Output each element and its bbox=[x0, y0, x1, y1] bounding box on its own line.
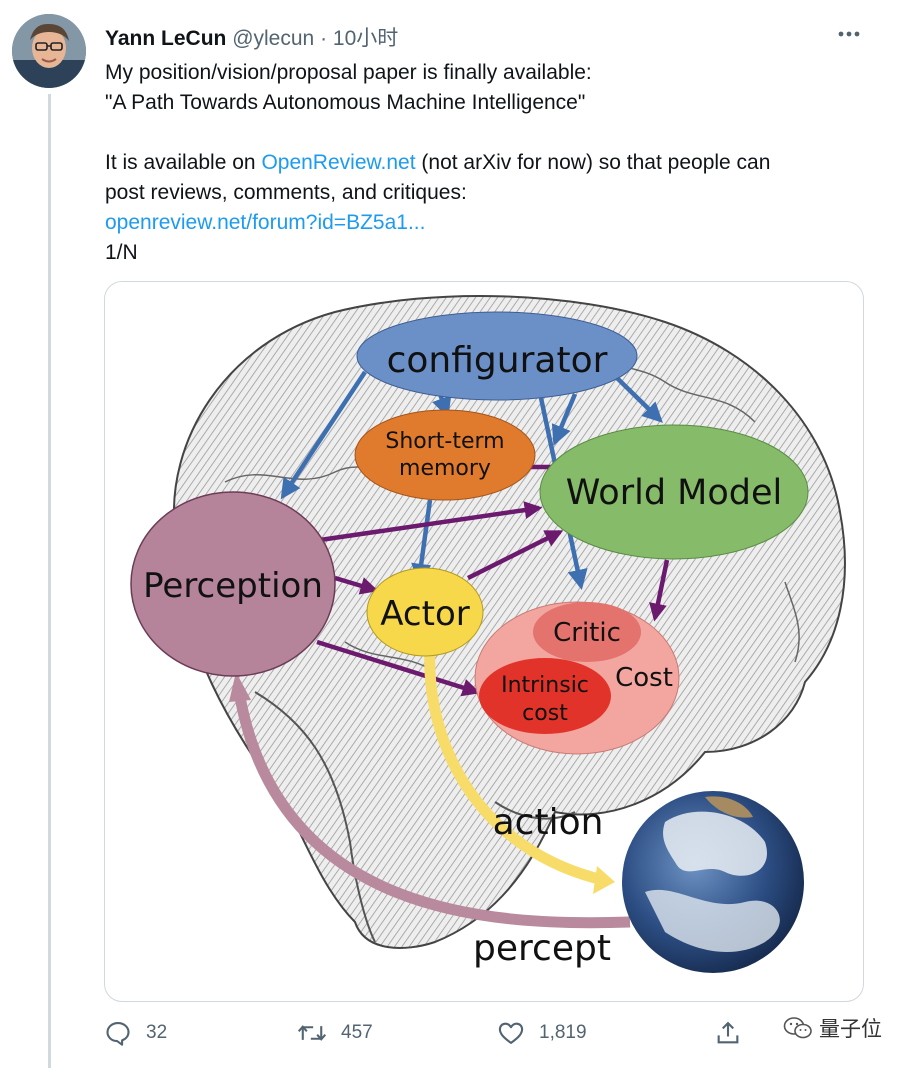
earth-image bbox=[622, 791, 804, 973]
forum-link[interactable]: openreview.net/forum?id=BZ5a1... bbox=[105, 211, 426, 234]
author-name[interactable]: Yann LeCun bbox=[105, 27, 227, 50]
action-label: action bbox=[493, 802, 604, 843]
percept-arrow bbox=[234, 695, 631, 929]
tweet-line-1: My position/vision/proposal paper is fin… bbox=[105, 61, 592, 84]
watermark: 量子位 bbox=[783, 1013, 882, 1043]
reply-icon bbox=[106, 1022, 130, 1046]
wechat-icon bbox=[783, 1017, 812, 1039]
tweet-line-4: It is available on OpenReview.net (not a… bbox=[105, 148, 865, 178]
retweet-button[interactable]: 457 bbox=[297, 1015, 373, 1051]
like-button[interactable]: 1,819 bbox=[497, 1015, 587, 1051]
critic-label: Critic bbox=[553, 618, 621, 648]
short-term-memory-label-2: memory bbox=[399, 456, 491, 481]
tweet-line-5: post reviews, comments, and critiques: bbox=[105, 181, 467, 204]
watermark-text: 量子位 bbox=[819, 1017, 882, 1041]
tweet-line-4-suffix: (not arXiv for now) so that people can bbox=[421, 151, 771, 174]
thread-counter: 1/N bbox=[105, 241, 138, 264]
short-term-memory-label-1: Short-term bbox=[385, 429, 504, 454]
tweet-media[interactable]: configurator Short-term memory World Mod… bbox=[104, 281, 864, 1002]
configurator-label: configurator bbox=[387, 340, 608, 381]
action-arrowhead bbox=[593, 866, 615, 894]
retweet-count: 457 bbox=[341, 1022, 373, 1043]
tweet-text: My position/vision/proposal paper is fin… bbox=[105, 58, 865, 268]
cost-label: Cost bbox=[615, 663, 673, 693]
avatar-image bbox=[12, 14, 86, 88]
architecture-diagram: configurator Short-term memory World Mod… bbox=[130, 295, 846, 973]
configurator-node bbox=[356, 311, 638, 401]
openreview-link[interactable]: OpenReview.net bbox=[261, 151, 416, 174]
like-icon bbox=[498, 1022, 524, 1044]
more-icon bbox=[838, 31, 860, 37]
thread-line bbox=[48, 94, 51, 1068]
intrinsic-label-2: cost bbox=[522, 701, 568, 726]
author-handle[interactable]: @ylecun bbox=[232, 27, 315, 50]
percept-arrowhead bbox=[229, 672, 251, 702]
world-model-node bbox=[539, 424, 809, 560]
perception-node bbox=[130, 491, 336, 677]
tweet-line-4-prefix: It is available on bbox=[105, 151, 256, 174]
perception-label: Perception bbox=[143, 566, 323, 606]
tweet-time[interactable]: 10小时 bbox=[332, 27, 399, 50]
reply-button[interactable]: 32 bbox=[104, 1015, 167, 1051]
share-button[interactable] bbox=[714, 1015, 742, 1051]
header-separator: · bbox=[320, 27, 328, 50]
reply-count: 32 bbox=[146, 1022, 168, 1043]
actor-node bbox=[366, 567, 484, 657]
intrinsic-cost-node bbox=[479, 658, 611, 734]
tweet-line-2: "A Path Towards Autonomous Machine Intel… bbox=[105, 91, 586, 114]
retweet-icon bbox=[297, 1025, 327, 1041]
avatar[interactable] bbox=[12, 14, 86, 88]
like-count: 1,819 bbox=[539, 1022, 587, 1043]
share-icon bbox=[717, 1021, 739, 1044]
critic-node bbox=[533, 602, 641, 662]
actor-label: Actor bbox=[380, 594, 469, 634]
tweet-actions: 32 457 1,819 bbox=[100, 1015, 880, 1055]
tweet-header: Yann LeCun @ylecun · 10小时 bbox=[105, 22, 398, 52]
more-button[interactable] bbox=[836, 22, 862, 46]
tweet-line-blank bbox=[105, 118, 865, 148]
percept-label: percept bbox=[473, 928, 611, 969]
short-term-memory-node bbox=[354, 409, 536, 501]
world-model-label: World Model bbox=[566, 473, 783, 513]
action-arrow bbox=[424, 646, 605, 886]
intrinsic-label-1: Intrinsic bbox=[501, 673, 589, 698]
